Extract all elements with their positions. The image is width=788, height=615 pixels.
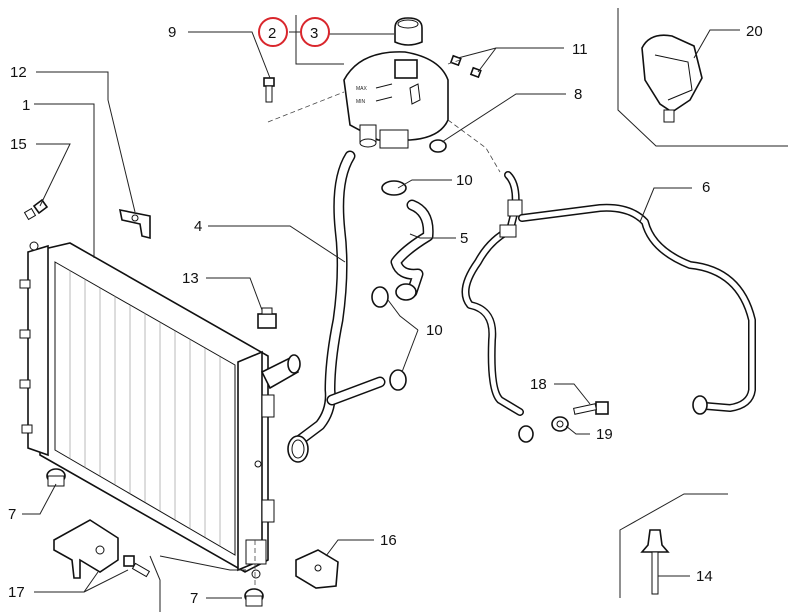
callout-10-lower: 10 [426, 322, 443, 339]
callout-5: 5 [460, 230, 468, 247]
rubber-mount-upper [46, 468, 66, 487]
callout-2[interactable]: 2 [268, 25, 276, 42]
coolant-pipe [518, 203, 756, 415]
banjo-bolt [573, 401, 609, 415]
callout-20: 20 [746, 23, 763, 40]
callout-18: 18 [530, 376, 547, 393]
assembly-guide-lines [254, 59, 501, 590]
highlight-marker-3 [300, 17, 330, 47]
lower-bracket [53, 519, 119, 579]
callout-13: 13 [182, 270, 199, 287]
callout-14: 14 [696, 568, 713, 585]
radiator [19, 241, 301, 579]
hose-clamp [371, 180, 407, 391]
callout-6: 6 [702, 179, 710, 196]
bolt [263, 77, 275, 103]
pipe-clip [641, 34, 703, 123]
callout-3[interactable]: 3 [310, 25, 318, 42]
temperature-sensor [23, 198, 49, 221]
expansion-tank-cap [394, 17, 423, 46]
callout-1: 1 [22, 97, 30, 114]
callout-12: 12 [10, 64, 27, 81]
callout-7-upper: 7 [8, 506, 16, 523]
push-pin [640, 529, 670, 595]
expansion-tank: MAX MIN [343, 51, 449, 149]
max-mark: MAX [356, 86, 368, 92]
radiator-core-fins [69, 270, 221, 546]
sealing-washer [551, 416, 569, 432]
callout-7-lower: 7 [190, 590, 198, 607]
plastic-clip [257, 307, 277, 329]
bracket-bolt [123, 555, 151, 578]
highlight-marker-2 [258, 17, 288, 47]
min-mark: MIN [356, 99, 366, 105]
callout-9: 9 [168, 24, 176, 41]
leader-lines [22, 8, 788, 612]
callout-19: 19 [596, 426, 613, 443]
rubber-mount-lower [244, 588, 264, 607]
mounting-bracket [118, 208, 151, 240]
callout-11: 11 [572, 41, 588, 58]
nut [449, 54, 482, 79]
callout-17: 17 [8, 584, 25, 601]
heater-pipe [461, 171, 534, 443]
callout-16: 16 [380, 532, 397, 549]
hose-clamp-small [429, 139, 447, 153]
callout-15: 15 [10, 136, 27, 153]
callout-labels: 1 2 3 4 5 6 7 7 8 9 10 10 11 12 13 14 15… [8, 23, 763, 607]
radiator-hose-upper [287, 150, 386, 463]
callout-4: 4 [194, 218, 202, 235]
callout-8: 8 [574, 86, 582, 103]
radiator-hose-lower [390, 199, 434, 301]
callout-10-upper: 10 [456, 172, 473, 189]
radiator-support [295, 549, 339, 589]
